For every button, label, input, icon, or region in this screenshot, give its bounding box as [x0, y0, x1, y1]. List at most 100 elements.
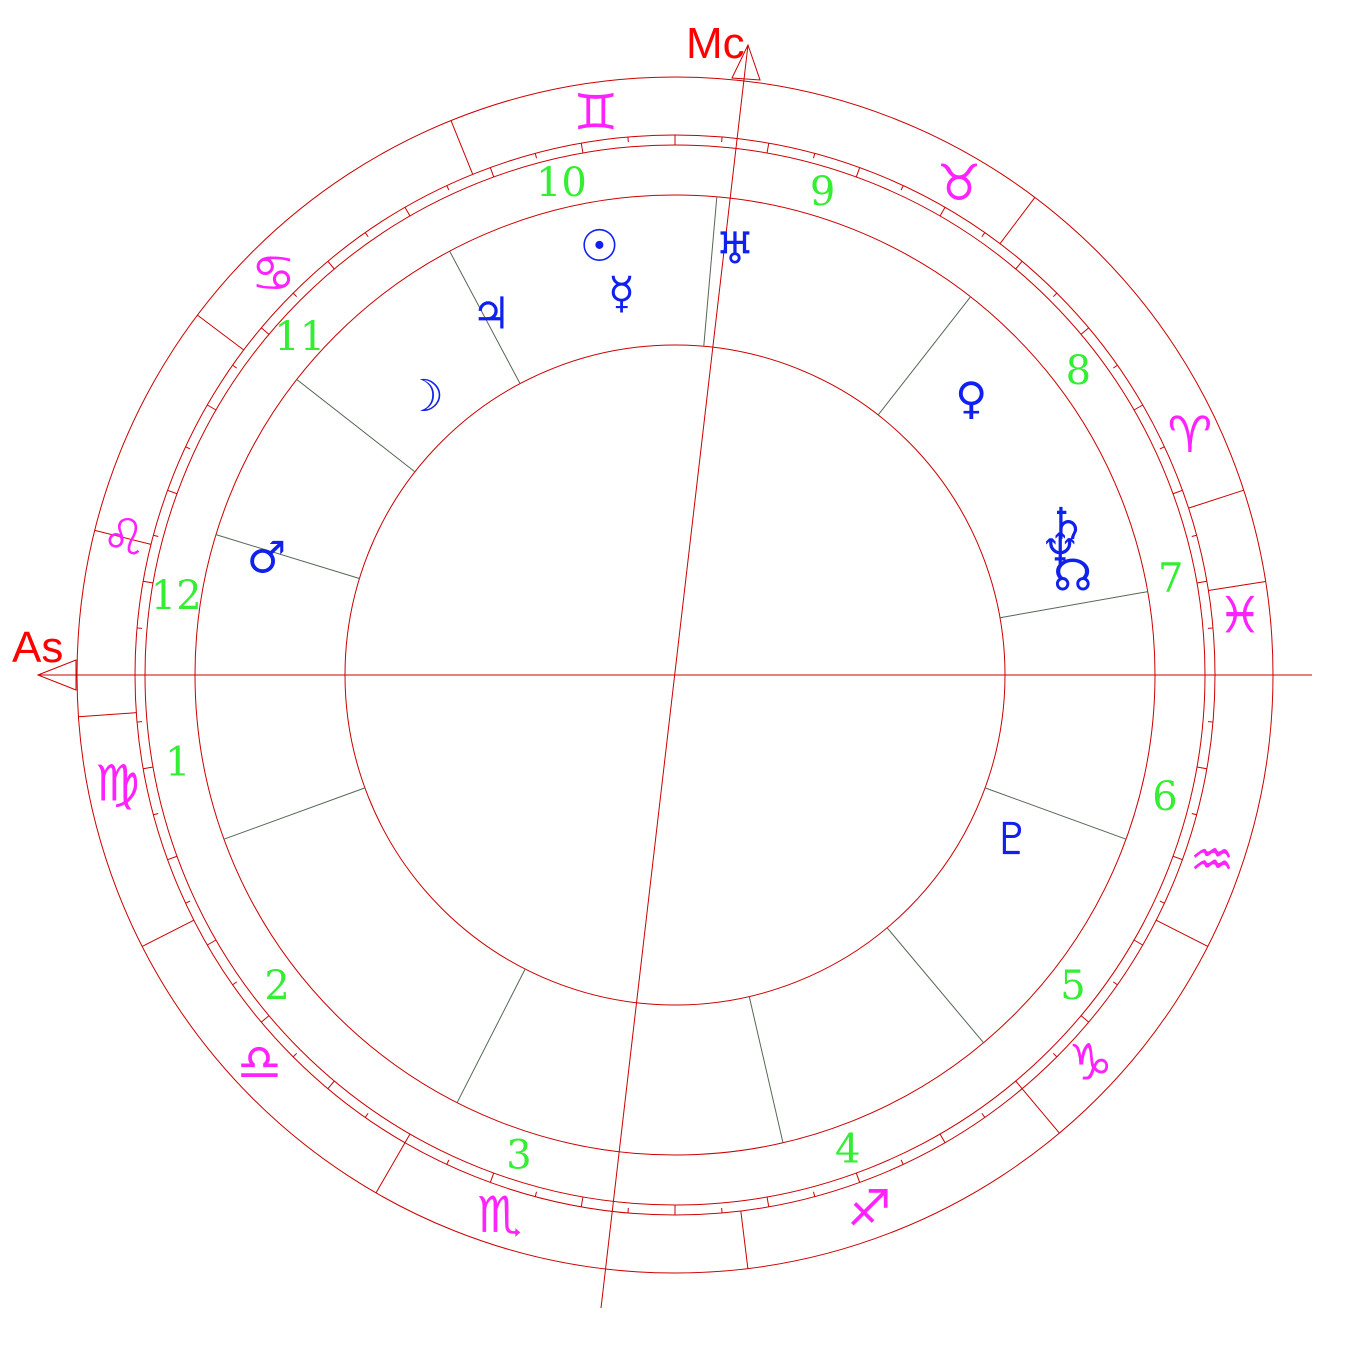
planet-pluto-icon: ♇ [992, 814, 1031, 865]
sign-aquarius-icon: ♒ [1190, 831, 1235, 889]
degree-tick [207, 404, 217, 411]
sign-boundary [740, 1210, 749, 1269]
degree-tick [900, 1159, 904, 1165]
degree-tick [1191, 812, 1197, 816]
degree-tick [292, 292, 298, 298]
house-number-12: 12 [151, 573, 202, 619]
sign-boundary [1021, 1088, 1060, 1134]
house-cusp [999, 591, 1148, 619]
house-number-8: 8 [1066, 348, 1091, 394]
house-cusp [748, 996, 784, 1143]
degree-tick [167, 855, 178, 861]
degree-tick [1052, 292, 1058, 298]
degree-tick [981, 232, 986, 238]
degree-tick [185, 446, 191, 450]
house-number-3: 3 [506, 1132, 531, 1178]
sign-boundary [1188, 489, 1244, 509]
house-cusp [223, 787, 366, 840]
planet-mercury-icon: ☿ [608, 268, 635, 319]
degree-tick [812, 153, 816, 159]
ascendant-label: As [12, 623, 63, 672]
degree-tick [855, 1172, 861, 1183]
degree-tick [153, 534, 159, 538]
house-cusps [195, 196, 1148, 1143]
degree-tick [1015, 261, 1023, 270]
degree-tick [261, 327, 270, 335]
planet-moon-icon: ☽ [404, 371, 443, 422]
planet-sun-icon: ☉ [580, 221, 619, 272]
degree-tick [489, 1172, 495, 1183]
degree-tick [292, 1052, 298, 1058]
sign-scorpio-icon: ♏ [477, 1186, 522, 1244]
degree-tick [766, 143, 770, 154]
house-number-6: 6 [1152, 774, 1177, 820]
degree-tick [364, 1112, 369, 1118]
degree-tick [580, 1196, 584, 1207]
sign-taurus-icon: ♉ [937, 154, 982, 212]
degree-tick [1191, 534, 1197, 538]
degree-tick [1112, 981, 1118, 986]
sign-boundary [141, 919, 195, 947]
house-number-4: 4 [835, 1127, 860, 1173]
sign-sagittarius-icon: ♐ [847, 1180, 892, 1238]
degree-tick [327, 1080, 335, 1089]
degree-tick [232, 981, 238, 986]
midheaven-arrow [731, 43, 761, 81]
degree-tick [232, 364, 238, 369]
house-cusp [215, 534, 360, 579]
planets: ☉☿♅♃☽♀♆♄☊♂♇ [247, 221, 1093, 865]
degree-tick [939, 207, 946, 217]
degree-tick [534, 153, 538, 159]
degree-tick [534, 1191, 538, 1197]
house-number-10: 10 [536, 160, 587, 206]
degree-tick [446, 1159, 450, 1165]
house-number-1: 1 [165, 740, 190, 786]
planet-north-node-icon: ☊ [1053, 550, 1092, 601]
sign-boundary [78, 712, 137, 718]
house-cusp [456, 968, 526, 1103]
sign-boundary [94, 529, 152, 545]
degree-tick [446, 185, 450, 191]
sign-virgo-icon: ♍ [95, 754, 140, 812]
degree-tick [1133, 404, 1143, 411]
degree-tick [1133, 939, 1143, 946]
degree-tick [939, 1133, 946, 1143]
degree-tick [364, 232, 369, 238]
chart-axes: As Mc [12, 19, 1312, 1309]
house-number-11: 11 [274, 314, 325, 360]
sign-cancer-icon: ♋ [251, 244, 296, 302]
degree-tick [1196, 580, 1207, 584]
house-cusp [886, 927, 984, 1044]
degree-tick [981, 1112, 986, 1118]
degree-ticks [135, 135, 1215, 1215]
degree-tick [1196, 766, 1207, 770]
degree-tick [1172, 489, 1183, 495]
house-cusp [984, 787, 1127, 840]
degree-tick [489, 167, 495, 178]
degree-tick [153, 812, 159, 816]
sign-boundary [1155, 919, 1209, 947]
sign-boundary [450, 120, 474, 175]
midheaven-axis [600, 44, 749, 1309]
sign-pisces-icon: ♓ [1217, 587, 1262, 645]
house-number-5: 5 [1060, 963, 1085, 1009]
degree-tick [207, 939, 217, 946]
house-cusp [877, 296, 971, 416]
ascendant-arrow [36, 659, 77, 691]
planet-jupiter-icon: ♃ [471, 289, 510, 340]
degree-tick [1112, 364, 1118, 369]
sign-boundary [999, 197, 1036, 245]
degree-tick [1159, 900, 1165, 904]
zodiac-signs: ♈♉♊♋♌♍♎♏♐♑♒♓ [95, 84, 1262, 1245]
house-number-9: 9 [810, 169, 835, 215]
degree-tick [404, 1133, 411, 1143]
degree-tick [404, 207, 411, 217]
sign-leo-icon: ♌ [101, 509, 146, 567]
degree-tick [1052, 1052, 1058, 1058]
degree-tick [261, 1015, 270, 1023]
house-number-2: 2 [264, 963, 289, 1009]
planet-saturn-icon: ♄ [1047, 499, 1086, 550]
degree-tick [1159, 446, 1165, 450]
degree-tick [1172, 855, 1183, 861]
